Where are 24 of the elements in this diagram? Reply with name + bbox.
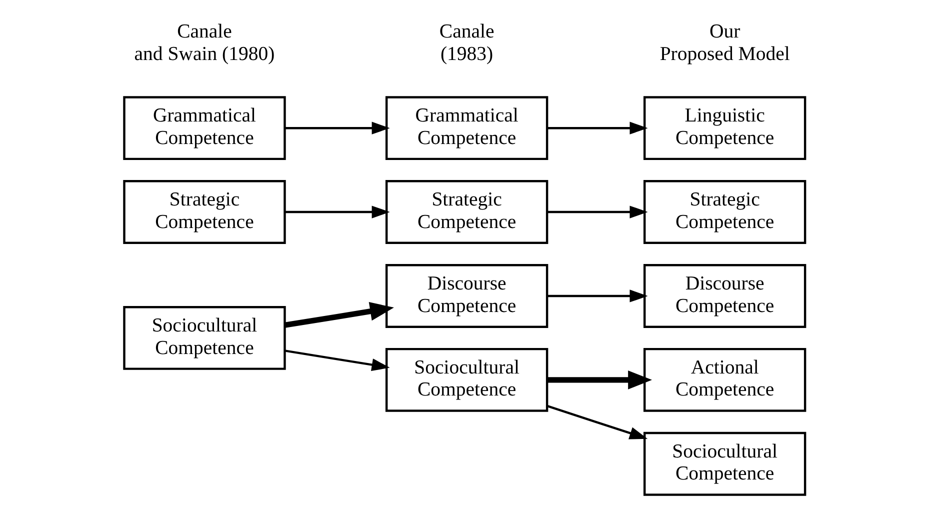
node-box: Grammatical Competence — [385, 96, 548, 160]
arrow — [284, 302, 394, 328]
label: Canale and Swain (1980) — [134, 20, 275, 65]
arrow — [284, 122, 390, 134]
arrow — [547, 370, 652, 390]
label: Canale (1983) — [439, 20, 494, 65]
node-box: Strategic Competence — [123, 180, 286, 244]
node-box: Discourse Competence — [385, 264, 548, 328]
node-box: Sociocultural Competence — [385, 348, 548, 412]
arrow — [546, 404, 648, 440]
arrow — [547, 206, 648, 218]
node-box: Actional Competence — [643, 348, 806, 412]
node-box: Grammatical Competence — [123, 96, 286, 160]
arrow — [284, 350, 390, 372]
arrow — [547, 122, 648, 134]
arrow — [547, 290, 648, 302]
node-box: Strategic Competence — [385, 180, 548, 244]
node-box: Sociocultural Competence — [123, 306, 286, 370]
node-box: Strategic Competence — [643, 180, 806, 244]
node-box: Sociocultural Competence — [643, 432, 806, 496]
node-box: Linguistic Competence — [643, 96, 806, 160]
label: Our Proposed Model — [660, 20, 790, 65]
arrow — [284, 206, 390, 218]
node-box: Discourse Competence — [643, 264, 806, 328]
